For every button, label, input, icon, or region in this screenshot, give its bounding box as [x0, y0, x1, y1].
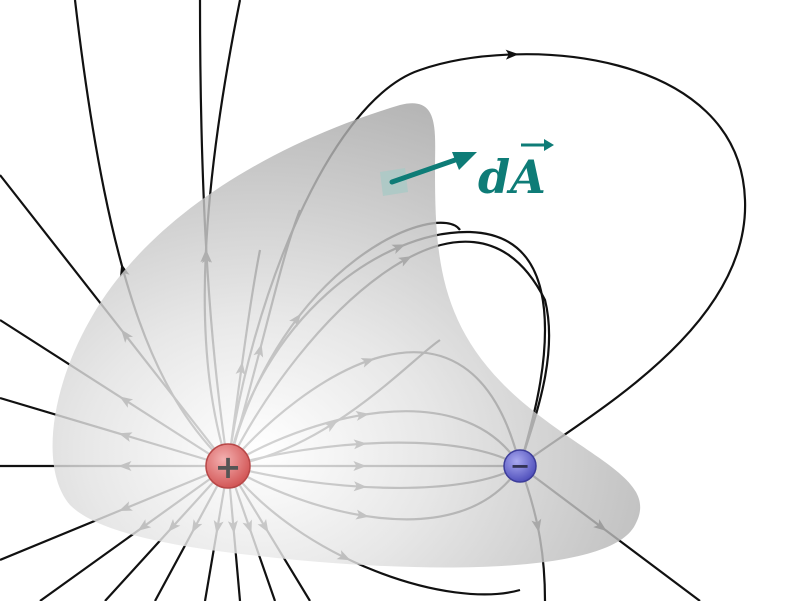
negative-charge: − — [503, 449, 537, 483]
area-vector-arrow — [389, 152, 477, 185]
dA-label-text: dA — [478, 150, 546, 204]
area-vector-label: dA — [478, 139, 554, 204]
gaussian-surface — [52, 103, 641, 568]
negative-charge-symbol: − — [510, 452, 530, 480]
vector-arrow-accent — [521, 139, 554, 151]
positive-charge-symbol: + — [215, 448, 242, 486]
field-line-arrowhead — [505, 49, 519, 60]
positive-charge: + — [205, 443, 251, 489]
